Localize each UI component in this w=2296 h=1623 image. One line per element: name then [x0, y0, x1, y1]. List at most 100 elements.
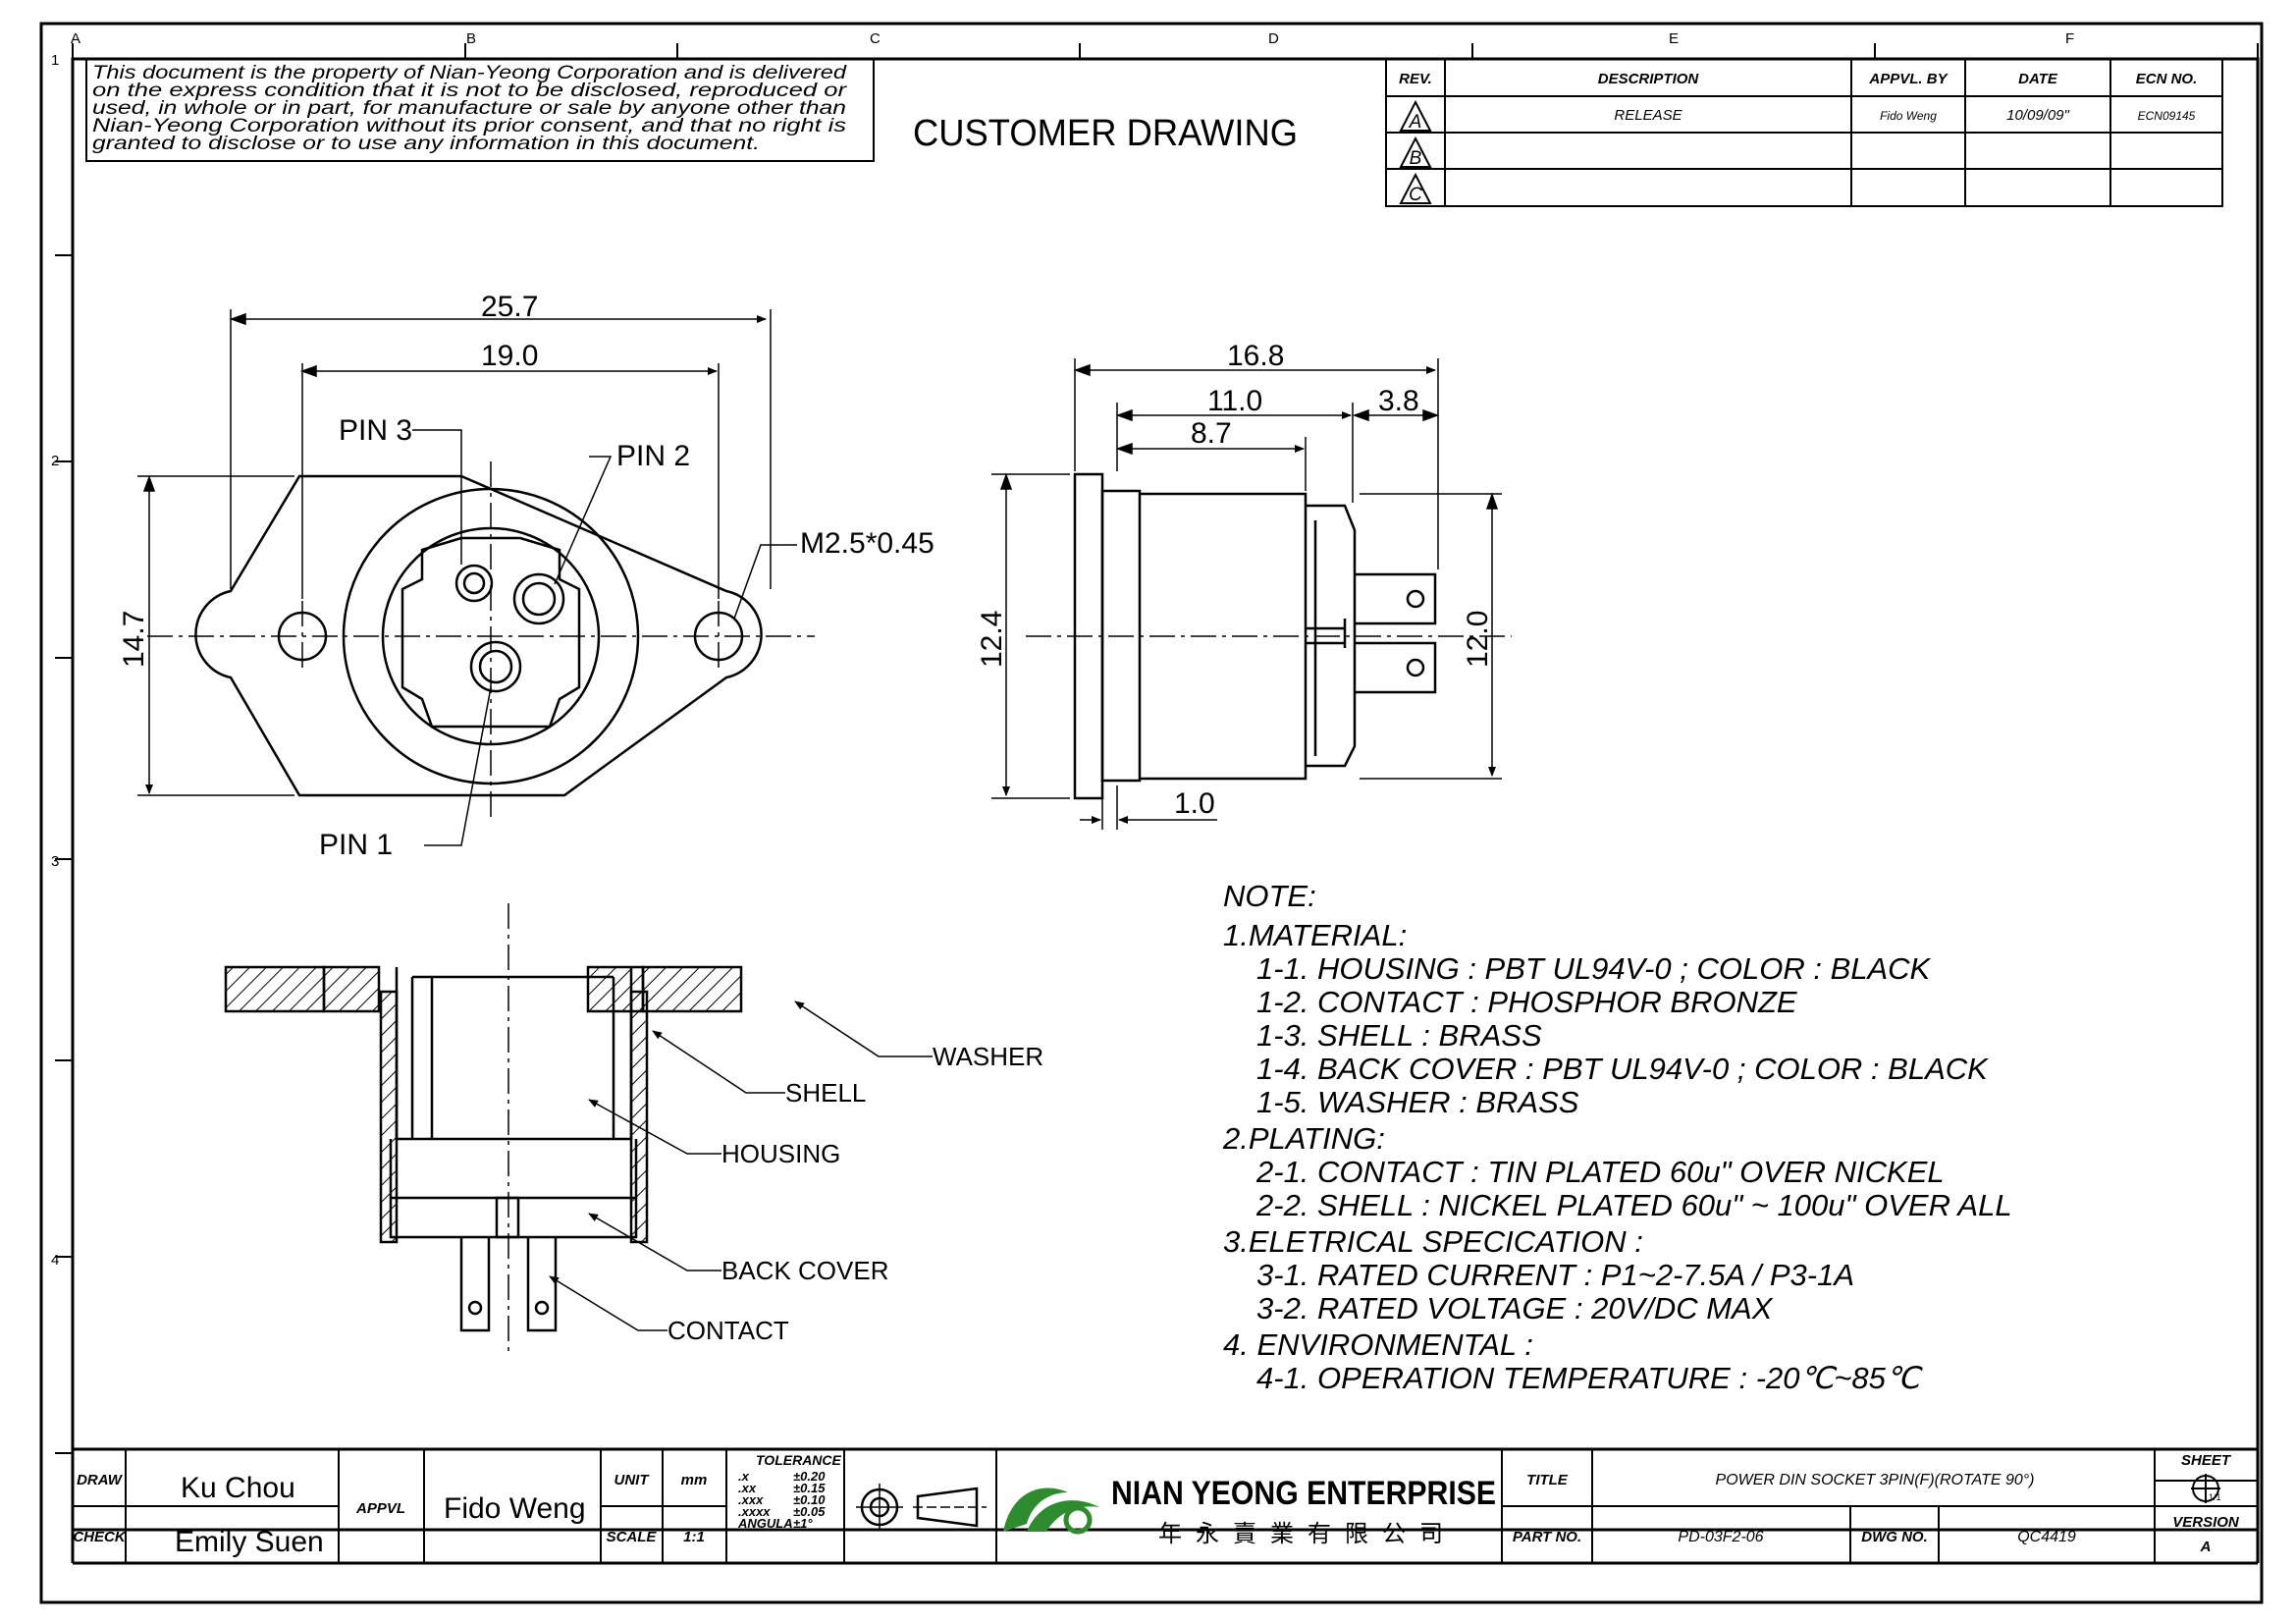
notice-line: on the express condition that it is not … [92, 81, 847, 101]
appvl-label: APPVL [355, 1500, 405, 1517]
section-view [224, 903, 743, 1355]
flange-outline [194, 474, 763, 797]
revision-table: REV. DESCRIPTION APPVL. BY DATE ECN NO. … [1385, 58, 2223, 207]
rev-appvl-by: Fido Weng [1880, 109, 1937, 123]
note-line: 4-1. OPERATION TEMPERATURE : -20℃~85℃ [1256, 1361, 1923, 1395]
partno-label: PART NO. [1513, 1529, 1581, 1545]
version-label: VERSION [2172, 1514, 2240, 1531]
dim-12-4: 12.4 [976, 611, 1008, 668]
rev-header-ecn: ECN NO. [2136, 71, 2198, 87]
scale-value: 1:1 [683, 1529, 705, 1545]
note-line: 2.PLATING: [1222, 1121, 1385, 1156]
keyed-insert [400, 536, 581, 729]
section-leaders [549, 1001, 933, 1331]
outer-frame [39, 22, 2264, 1604]
unit-label: UNIT [614, 1472, 651, 1488]
note-line: 1-3. SHELL : BRASS [1256, 1018, 1542, 1053]
side-contact-upper [1355, 572, 1437, 625]
draw-value: Ku Chou [181, 1472, 295, 1504]
rev-date: 10/09/09" [2006, 107, 2069, 124]
title-label: TITLE [1526, 1472, 1569, 1488]
zone-col-a: A [71, 30, 80, 47]
zone-row-1: 1 [51, 52, 59, 69]
tolerance-value: ±0.05 [793, 1504, 826, 1519]
notice-line: Nian-Yeong Corporation without its prior… [92, 116, 847, 136]
tolerance-value: ±0.20 [793, 1469, 826, 1484]
dwgno-value: QC4419 [2017, 1529, 2076, 1545]
sheet-label: SHEET [2181, 1452, 2232, 1469]
note-line: 1.MATERIAL: [1223, 918, 1407, 952]
zone-col-c: C [870, 30, 881, 47]
notice-line: This document is the property of Nian-Ye… [92, 63, 848, 83]
dim-19-0: 19.0 [481, 340, 538, 372]
front-view-centerlines [147, 461, 815, 820]
shell-left [379, 990, 399, 1244]
pin3-label: PIN 3 [339, 414, 412, 447]
zone-row-4: 4 [51, 1252, 59, 1269]
pin3-socket [454, 564, 494, 603]
title-block-values: POWER DIN SOCKET 3PIN(F)(ROTATE 90°) PD-… [1678, 1472, 2075, 1545]
dwgno-label: DWG NO. [1861, 1529, 1928, 1545]
tolerance-key: .x [738, 1469, 750, 1484]
company-name-cn: 年 永 賣 業 有 限 公 司 [1158, 1521, 1443, 1547]
dim-11-0: 11.0 [1207, 385, 1262, 417]
label-back-cover: BACK COVER [721, 1256, 889, 1285]
thread-callout: M2.5*0.45 [800, 527, 934, 560]
tolerance-title: TOLERANCE [756, 1452, 842, 1468]
dim-12-0: 12.0 [1462, 611, 1494, 668]
note-line: 2-2. SHELL : NICKEL PLATED 60u" ~ 100u" … [1255, 1188, 2012, 1222]
company-name: NIAN YEONG ENTERPRISE [1111, 1475, 1496, 1512]
unit-value: mm [681, 1472, 708, 1488]
check-value: Emily Suen [175, 1526, 324, 1558]
zone-col-d: D [1268, 30, 1279, 47]
rev-letter: B [1410, 148, 1422, 169]
label-contact: CONTACT [667, 1316, 789, 1345]
tolerance-value: ±0.15 [793, 1481, 826, 1495]
scale-label: SCALE [607, 1529, 658, 1545]
proprietary-notice: This document is the property of Nian-Ye… [85, 58, 875, 162]
drawing-type-title: CUSTOMER DRAWING [913, 113, 1298, 154]
washer-left [224, 965, 326, 1013]
washer-right [641, 965, 743, 1013]
rev-header-rev: REV. [1399, 71, 1432, 87]
side-view-labels: 16.8 11.0 3.8 8.7 12.4 12.0 1.0 [976, 340, 1494, 820]
notes-heading: NOTE: [1223, 879, 1316, 913]
note-line: 1-1. HOUSING : PBT UL94V-0 ; COLOR : BLA… [1256, 951, 1932, 986]
zone-ticks [55, 43, 2259, 1454]
front-view-labels: 25.7 19.0 14.7 M2.5*0.45 PIN 3 PIN 2 PIN… [118, 291, 934, 861]
title-block-names: Ku Chou Emily Suen Fido Weng [175, 1472, 586, 1558]
rev-header-appvl: APPVL. BY [1868, 71, 1949, 87]
label-shell: SHELL [785, 1078, 866, 1108]
rev-triangle-icon [1399, 135, 1432, 168]
sheet-symbol-icon [2191, 1474, 2220, 1503]
rev-triangle-icon [1399, 99, 1432, 132]
zone-row-3: 3 [51, 853, 59, 870]
zone-col-b: B [466, 30, 476, 47]
dim-3-8: 3.8 [1378, 385, 1419, 417]
dim-8-7: 8.7 [1191, 417, 1232, 450]
note-line: 3-1. RATED CURRENT : P1~2-7.5A / P3-1A [1256, 1258, 1854, 1292]
company-logo-icon [1003, 1488, 1099, 1535]
tolerance-value: ±0.10 [793, 1492, 826, 1507]
dim-1-0: 1.0 [1174, 787, 1215, 820]
note-line: 2-1. CONTACT : TIN PLATED 60u" OVER NICK… [1255, 1155, 1945, 1189]
partno-value: PD-03F2-06 [1678, 1529, 1763, 1545]
dim-14-7: 14.7 [118, 611, 150, 668]
rev-description: RELEASE [1614, 107, 1682, 124]
rev-ecn: ECN09145 [2138, 109, 2196, 123]
back-cover-section [389, 1139, 638, 1239]
shell-right [629, 990, 649, 1244]
title-block [71, 1447, 2260, 1565]
zone-col-e: E [1669, 30, 1679, 47]
zone-col-f: F [2065, 30, 2074, 47]
zone-labels: A B C D E F 1 2 3 4 [51, 30, 2074, 1269]
dim-16-8: 16.8 [1227, 340, 1284, 372]
note-line: 4. ENVIRONMENTAL : [1223, 1327, 1533, 1362]
side-contact-lower [1355, 641, 1437, 694]
projection-symbol-icon [856, 1484, 987, 1531]
note-line: 3.ELETRICAL SPECICATION : [1223, 1224, 1643, 1259]
tolerance-key: .xxx [738, 1492, 764, 1507]
pin1-socket [469, 640, 522, 693]
check-label: CHECK [73, 1529, 127, 1545]
